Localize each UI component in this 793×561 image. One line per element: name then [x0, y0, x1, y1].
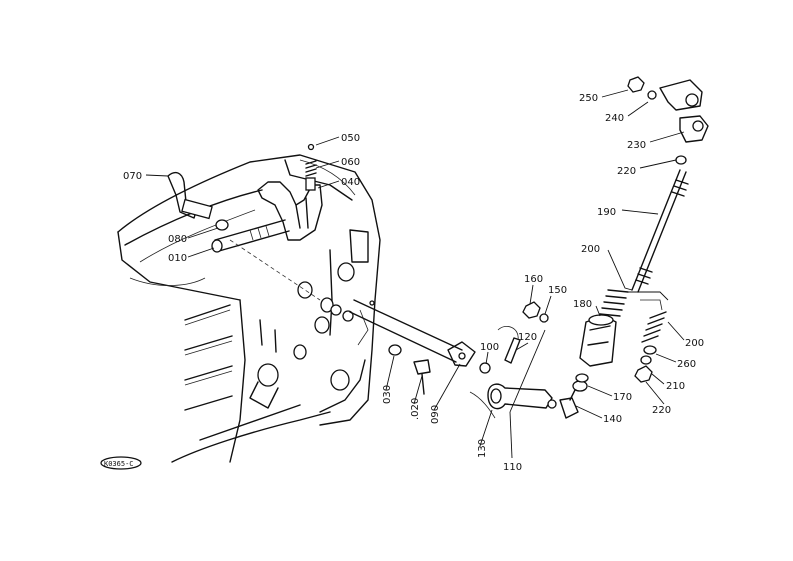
label-050: 050 — [341, 133, 360, 144]
label-020: .020 — [410, 398, 421, 420]
label-200-upper: 200 — [581, 244, 600, 255]
label-170: 170 — [613, 392, 632, 403]
label-010: 010 — [168, 253, 187, 264]
label-150: 150 — [548, 285, 567, 296]
ball-joint-assembly — [547, 373, 589, 419]
upper-ball-joint — [627, 76, 709, 143]
control-rod — [599, 155, 689, 317]
spring-and-nut-stack — [634, 299, 667, 383]
cross-shaft-linkage — [320, 297, 476, 395]
label-080: 080 — [168, 234, 187, 245]
shift-fork-assembly — [257, 143, 323, 241]
leader-lines — [145, 89, 685, 459]
label-240: 240 — [605, 113, 624, 124]
label-220-upper: 220 — [617, 166, 636, 177]
label-180: 180 — [573, 299, 592, 310]
nut-washer-set — [522, 301, 549, 323]
label-220-lower: 220 — [652, 405, 671, 416]
label-190: 190 — [597, 207, 616, 218]
label-260: 260 — [677, 359, 696, 370]
label-040: 040 — [341, 177, 360, 188]
shift-lever-and-shaft — [167, 171, 290, 253]
spring-housing — [579, 314, 617, 367]
reference-badge-text: K0365-C — [104, 460, 134, 468]
label-210: 210 — [666, 381, 685, 392]
label-110: 110 — [503, 462, 522, 473]
label-160: 160 — [524, 274, 543, 285]
lever-arm-assembly — [469, 326, 553, 419]
label-230: 230 — [627, 140, 646, 151]
label-120: 120 — [518, 332, 537, 343]
transmission-housing — [117, 154, 381, 463]
label-060: 060 — [341, 157, 360, 168]
label-200-lower: 200 — [685, 338, 704, 349]
label-130: 130 — [477, 439, 488, 458]
label-250: 250 — [579, 93, 598, 104]
reference-badge: K0365-C — [100, 456, 142, 470]
part-labels: 250 240 230 220 190 200 180 200 260 210 … — [123, 93, 704, 473]
label-100: 100 — [480, 342, 499, 353]
label-140: 140 — [603, 414, 622, 425]
label-030: 030 — [382, 385, 393, 404]
label-070: 070 — [123, 171, 142, 182]
label-090: 090 — [430, 405, 441, 424]
